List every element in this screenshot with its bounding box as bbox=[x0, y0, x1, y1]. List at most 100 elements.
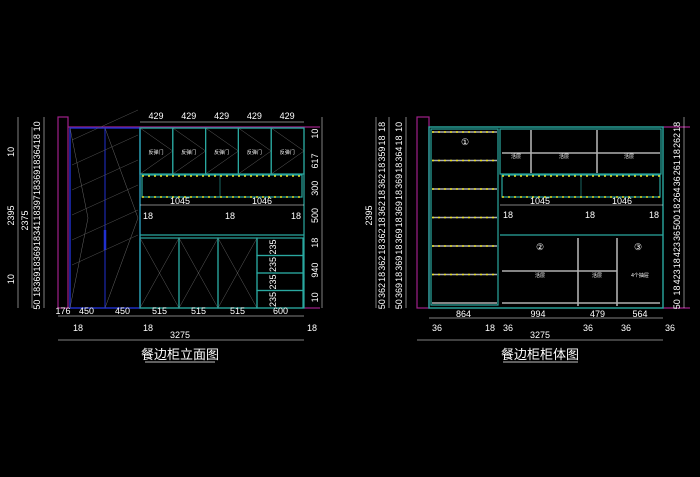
bottom-thickness-dimension: 18 bbox=[485, 323, 495, 333]
door-swing-line bbox=[238, 127, 272, 152]
left-dimension: 369 bbox=[394, 256, 404, 271]
open-shelf-niche bbox=[141, 174, 303, 198]
right-dimension: 300 bbox=[310, 181, 320, 196]
shelf-dimension: 1045 bbox=[530, 196, 550, 206]
left-dimension: 362 bbox=[377, 201, 387, 216]
left-dimension: 18 bbox=[32, 160, 42, 170]
shelf-dimension: 1046 bbox=[612, 196, 632, 206]
shelf-label: 活层 bbox=[592, 272, 602, 279]
total-width-dimension: 3275 bbox=[530, 330, 550, 340]
left-dimension: 18 bbox=[394, 135, 404, 145]
bottom-dimension: 450 bbox=[115, 306, 130, 316]
bottom-dimension: 450 bbox=[79, 306, 94, 316]
left-dimension: 2375 bbox=[20, 210, 30, 230]
left-dimension: 362 bbox=[377, 283, 387, 298]
upper-section bbox=[499, 128, 662, 175]
door-swing-line bbox=[271, 150, 305, 175]
glass-hatch bbox=[71, 184, 139, 216]
bottom-dimension: 864 bbox=[456, 309, 471, 319]
top-dimension: 429 bbox=[181, 111, 196, 121]
section-marker: ① bbox=[461, 137, 469, 147]
shelf-thickness-dimension: 18 bbox=[649, 210, 659, 220]
left-dimension: 362 bbox=[377, 228, 387, 243]
door-swing-line bbox=[172, 127, 206, 152]
left-dimension: 18 bbox=[377, 163, 387, 173]
door-swing-line bbox=[104, 217, 139, 309]
shelf-label: 活层 bbox=[559, 153, 569, 160]
door-label: 反弹门 bbox=[280, 149, 295, 156]
drawer bbox=[256, 237, 304, 257]
bottom-dimension: 564 bbox=[632, 309, 647, 319]
total-width-dimension: 3275 bbox=[170, 330, 190, 340]
shelf-label: 活层 bbox=[535, 272, 545, 279]
top-dimension: 429 bbox=[280, 111, 295, 121]
bottom-thickness-dimension: 18 bbox=[73, 323, 83, 333]
left-tower bbox=[430, 128, 499, 306]
bottom-dimension: 994 bbox=[530, 309, 545, 319]
glass-hatch bbox=[71, 109, 139, 141]
door-label: 反弹门 bbox=[247, 149, 262, 156]
left-dimension: 369 bbox=[32, 272, 42, 287]
top-dimension: 429 bbox=[247, 111, 262, 121]
right-dimension: 423 bbox=[672, 242, 682, 257]
drawer bbox=[256, 254, 304, 274]
right-dimension: 264 bbox=[672, 188, 682, 203]
drawer-dimension: 235 bbox=[268, 274, 278, 289]
right-dimension: 18 bbox=[672, 258, 682, 268]
left-dimension: 18 bbox=[32, 210, 42, 220]
door-swing-line bbox=[217, 237, 258, 309]
left-dimension: 18 bbox=[394, 272, 404, 282]
right-dimension: 18 bbox=[672, 149, 682, 159]
door-swing-line bbox=[238, 150, 272, 175]
right-dimension: 617 bbox=[310, 153, 320, 168]
section-marker: ③ bbox=[634, 242, 642, 252]
right-dimension: 261 bbox=[672, 160, 682, 175]
drawer bbox=[256, 272, 304, 292]
left-dimension: 369 bbox=[394, 228, 404, 243]
door-swing-line bbox=[69, 217, 89, 309]
drawing-title: 餐边柜柜体图 bbox=[501, 347, 579, 363]
shelf-label: 活层 bbox=[511, 153, 521, 160]
door-label: 反弹门 bbox=[214, 149, 229, 156]
door-swing-line bbox=[172, 150, 206, 175]
door-swing-line bbox=[205, 127, 239, 152]
left-dimension: 369 bbox=[394, 201, 404, 216]
left-dimension: 18 bbox=[32, 185, 42, 195]
left-dimension: 2395 bbox=[6, 205, 16, 225]
left-dimension: 10 bbox=[6, 147, 16, 157]
bottom-thickness-dimension: 18 bbox=[307, 323, 317, 333]
door-swing-line bbox=[205, 150, 239, 175]
section-marker: ② bbox=[536, 242, 544, 252]
shelf-thickness-dimension: 18 bbox=[225, 211, 235, 221]
bottom-dimension: 600 bbox=[273, 306, 288, 316]
cabinet-carcass bbox=[428, 126, 664, 309]
left-dimension: 18 bbox=[32, 287, 42, 297]
bottom-thickness-dimension: 36 bbox=[621, 323, 631, 333]
door-swing-line bbox=[104, 127, 139, 219]
left-dimension: 369 bbox=[32, 170, 42, 185]
glass-hatch bbox=[71, 209, 139, 241]
left-dimension: 10 bbox=[394, 122, 404, 132]
right-dimension: 10 bbox=[310, 292, 320, 302]
left-dimension: 18 bbox=[377, 190, 387, 200]
left-dimension: 369 bbox=[32, 246, 42, 261]
drawer-dimension: 235 bbox=[268, 292, 278, 307]
shelf-label: 活层 bbox=[624, 153, 634, 160]
left-dimension: 18 bbox=[32, 236, 42, 246]
left-dimension: 397 bbox=[32, 195, 42, 210]
right-dimension: 36 bbox=[672, 231, 682, 241]
door-label: 反弹门 bbox=[181, 149, 196, 156]
shelf-dimension: 1046 bbox=[252, 196, 272, 206]
left-dimension: 18 bbox=[377, 245, 387, 255]
right-dimension: 940 bbox=[310, 263, 320, 278]
shelf-thickness-dimension: 18 bbox=[143, 211, 153, 221]
right-dimension: 50 bbox=[672, 299, 682, 309]
drawing-title: 餐边柜立面图 bbox=[141, 347, 219, 363]
shelf-thickness-dimension: 18 bbox=[585, 210, 595, 220]
top-dimension: 429 bbox=[148, 111, 163, 121]
right-dimension: 18 bbox=[672, 286, 682, 296]
left-dimension: 369 bbox=[394, 283, 404, 298]
door-swing-line bbox=[139, 150, 173, 175]
